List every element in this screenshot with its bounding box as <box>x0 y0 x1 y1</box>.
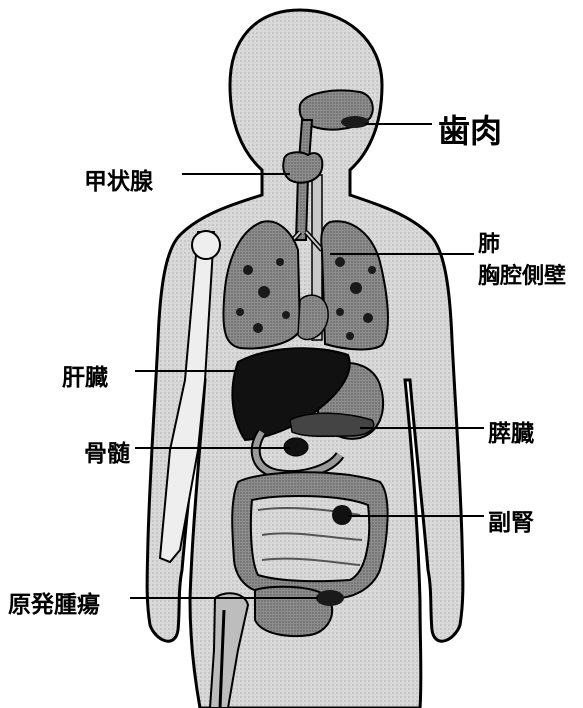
label-primary-tumor: 原発腫瘍 <box>8 585 100 619</box>
label-pancreas: 膵臓 <box>488 414 534 448</box>
label-liver: 肝臓 <box>62 358 108 392</box>
label-adrenal: 副腎 <box>488 503 534 537</box>
label-chest-wall: 胸腔側壁 <box>478 258 566 290</box>
label-lung: 肺 <box>478 226 500 258</box>
label-gingiva: 歯肉 <box>438 106 502 152</box>
pancreas <box>290 413 374 436</box>
thyroid <box>283 152 322 182</box>
label-thyroid: 甲状腺 <box>84 162 153 196</box>
label-bone-marrow: 骨髄 <box>84 434 130 468</box>
